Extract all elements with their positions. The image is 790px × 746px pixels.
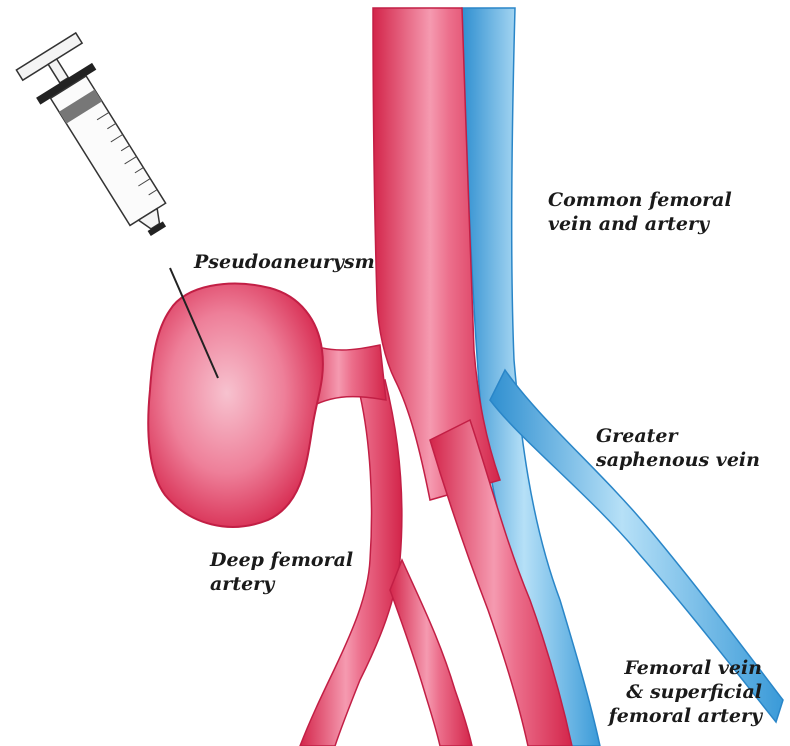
syringe-plunger-cap	[16, 33, 82, 80]
label-pseudoaneurysm: Pseudoaneurysm	[194, 250, 375, 274]
label-greater-saphenous-line2: saphenous vein	[596, 448, 760, 472]
label-common-femoral: Common femoral vein and artery	[548, 188, 732, 236]
label-deep-femoral-line2: artery	[210, 572, 353, 596]
label-greater-saphenous-line1: Greater	[596, 424, 760, 448]
label-deep-femoral: Deep femoral artery	[210, 548, 353, 596]
label-common-femoral-line1: Common femoral	[548, 188, 732, 212]
label-common-femoral-line2: vein and artery	[548, 212, 732, 236]
label-femoral-vein-sfa: Femoral vein & superficial femoral arter…	[609, 656, 762, 728]
lower-arterial-branch	[390, 560, 472, 746]
syringe-icon	[16, 33, 188, 250]
label-femoral-vein-sfa-line2: & superficial	[609, 680, 762, 704]
syringe-plunger-rod	[48, 59, 68, 83]
label-pseudoaneurysm-line1: Pseudoaneurysm	[194, 250, 375, 274]
label-greater-saphenous: Greater saphenous vein	[596, 424, 760, 472]
pseudoaneurysm-sac	[148, 284, 323, 527]
label-femoral-vein-sfa-line1: Femoral vein	[609, 656, 762, 680]
label-deep-femoral-line1: Deep femoral	[210, 548, 353, 572]
syringe-barrel	[51, 76, 166, 225]
label-femoral-vein-sfa-line3: femoral artery	[609, 704, 762, 728]
